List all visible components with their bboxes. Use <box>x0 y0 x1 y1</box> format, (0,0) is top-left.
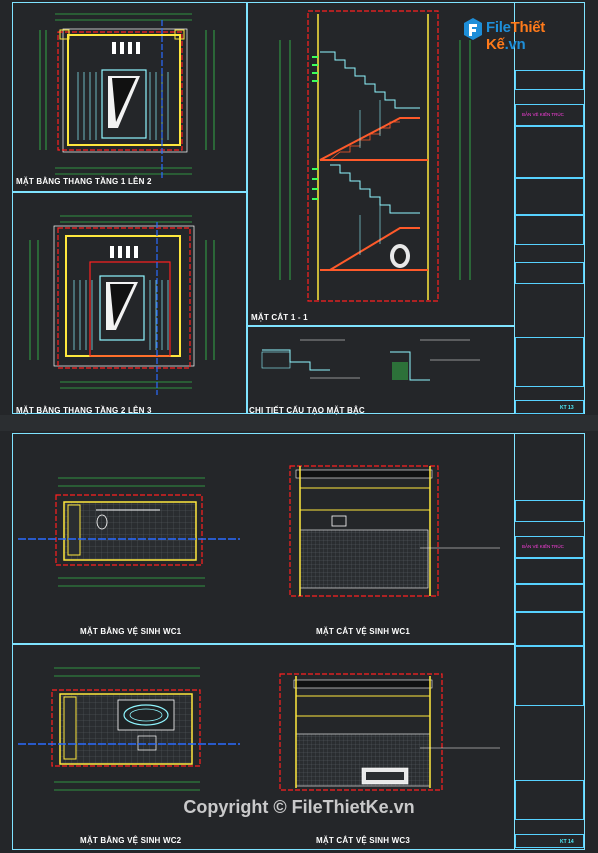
titleblock-row: BẢN VẼ KIẾN TRÚC <box>515 536 584 558</box>
logo-text-vn: .vn <box>504 36 526 53</box>
cell-detail <box>247 326 515 414</box>
wc1-plan <box>18 477 240 587</box>
cell-wc1 <box>12 433 515 644</box>
drawing-sheet-top <box>0 0 598 415</box>
titleblock-row <box>515 215 584 245</box>
filethietke-logo: FileThiết Kế.vn <box>462 16 582 53</box>
titleblock-row <box>515 558 584 584</box>
titleblock-row: BẢN VẼ KIẾN TRÚC <box>515 104 584 126</box>
sheet-gap <box>0 415 598 431</box>
step-detail <box>261 339 480 381</box>
titleblock-row <box>515 126 584 178</box>
wc3-section <box>279 673 500 791</box>
titleblock-row: KT 14 <box>515 834 584 848</box>
cell-plan-2 <box>12 192 247 414</box>
wc1-plan-title: MẶT BẰNG VỆ SINH WC1 <box>80 627 182 636</box>
cell-plan-1 <box>12 2 247 192</box>
plan-1-title: MẶT BẰNG THANG TẦNG 1 LÊN 2 <box>16 177 152 186</box>
titleblock-row <box>515 780 584 820</box>
titleblock-drawing-name: BẢN VẼ KIẾN TRÚC <box>522 544 564 549</box>
titleblock-drawing-name: BẢN VẼ KIẾN TRÚC <box>522 112 564 117</box>
titleblock-row <box>515 612 584 646</box>
cell-wc2 <box>12 644 515 850</box>
titleblock-row <box>515 337 584 387</box>
copyright-watermark: Copyright © FileThietKe.vn <box>183 797 415 817</box>
sheet-number: KT 13 <box>560 405 574 411</box>
titleblock-row <box>515 262 584 284</box>
stair-section-1-1 <box>279 10 471 302</box>
titleblock-row: KT 13 <box>515 400 584 414</box>
logo-text-file: File <box>486 19 511 36</box>
logo-text-thietke: Thiết Kế <box>486 19 545 53</box>
titleblock-row <box>515 178 584 215</box>
wc1-section <box>289 465 500 597</box>
titleblock-row <box>515 584 584 612</box>
wc3-section-title: MẶT CẮT VỆ SINH WC3 <box>316 836 411 845</box>
stair-plan-2 <box>29 215 215 395</box>
plan-2-title: MẶT BẰNG THANG TẦNG 2 LÊN 3 <box>16 406 152 415</box>
wc2-plan <box>18 667 240 791</box>
logo-text: FileThiết Kế.vn <box>486 19 582 53</box>
detail-title: CHI TIẾT CẤU TẠO MẶT BẬC <box>249 406 365 415</box>
stair-plan-1 <box>39 13 215 180</box>
wc1-section-title: MẶT CẮT VỆ SINH WC1 <box>316 627 411 636</box>
titleblock-row <box>515 70 584 90</box>
wc2-plan-title: MẶT BẰNG VỆ SINH WC2 <box>80 836 182 845</box>
titleblock-row <box>515 500 584 522</box>
sheet-number: KT 14 <box>560 839 574 845</box>
titleblock-row <box>515 646 584 706</box>
section-title: MẶT CẮT 1 - 1 <box>251 313 308 322</box>
cell-section <box>247 2 515 326</box>
logo-icon <box>464 18 482 40</box>
